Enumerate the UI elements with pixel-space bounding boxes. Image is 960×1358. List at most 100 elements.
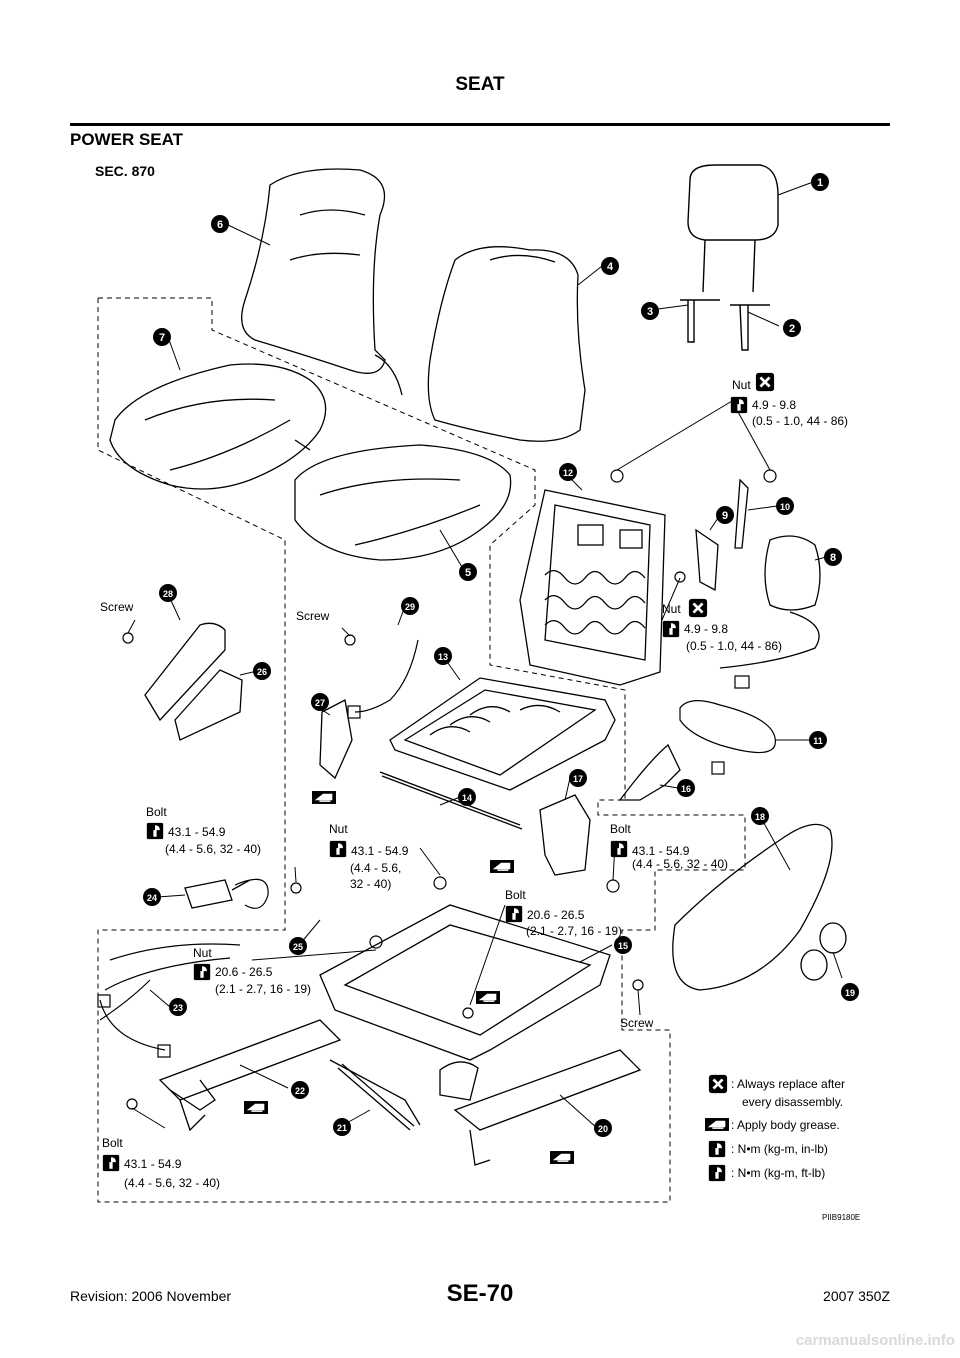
callout-number: 15 xyxy=(618,941,628,951)
callout-3: 3 xyxy=(641,302,659,320)
callout-badge xyxy=(594,1119,612,1137)
torque-note-6: Bolt 20.6 - 26.5 (2.1 - 2.7, 16 - 19) xyxy=(505,888,622,938)
callout-badge xyxy=(783,319,801,337)
callout-number: 23 xyxy=(173,1003,183,1013)
callout-number: 25 xyxy=(293,942,303,952)
callout-number: 26 xyxy=(257,667,267,677)
callout-badge xyxy=(289,937,307,955)
legend: : Always replace after every disassembly… xyxy=(705,1074,845,1182)
slide-rails xyxy=(158,1019,642,1166)
callout-number: 2 xyxy=(789,323,795,335)
callout-number: 1 xyxy=(817,177,823,189)
callout-badge xyxy=(169,998,187,1016)
callout-number: 11 xyxy=(813,736,823,746)
callout-badge xyxy=(211,215,229,233)
svg-text:(0.5 - 1.0, 44 - 86): (0.5 - 1.0, 44 - 86) xyxy=(686,639,782,653)
callout-number: 17 xyxy=(573,774,583,784)
screw-label: Screw xyxy=(620,1016,654,1030)
seatback-frame xyxy=(519,489,666,686)
cushion-trim xyxy=(109,363,327,490)
svg-text:43.1 - 54.9: 43.1 - 54.9 xyxy=(124,1157,182,1171)
callout-badge xyxy=(641,302,659,320)
callout-badge xyxy=(159,584,177,602)
callout-7: 7 xyxy=(153,328,171,346)
callout-number: 21 xyxy=(337,1123,347,1133)
harnesses xyxy=(97,639,776,1058)
callout-number: 5 xyxy=(465,567,471,579)
callout-4: 4 xyxy=(601,257,619,275)
callout-number: 28 xyxy=(163,589,173,599)
svg-text:: Always replace after: : Always replace after xyxy=(731,1077,845,1091)
svg-text:Bolt: Bolt xyxy=(610,822,631,836)
callout-8: 8 xyxy=(824,548,842,566)
svg-text:43.1 - 54.9: 43.1 - 54.9 xyxy=(351,844,409,858)
callout-badge xyxy=(601,257,619,275)
svg-text:20.6 - 26.5: 20.6 - 26.5 xyxy=(215,965,273,979)
seatback-pad xyxy=(427,246,586,442)
callout-10: 10 xyxy=(776,497,794,515)
callout-19: 19 xyxy=(841,983,859,1001)
screw-label: Screw xyxy=(100,600,134,614)
headrest xyxy=(680,164,779,351)
torque-note-7: Nut 20.6 - 26.5 (2.1 - 2.7, 16 - 19) xyxy=(193,946,311,996)
callout-22: 22 xyxy=(291,1081,309,1099)
callout-badge xyxy=(559,463,577,481)
svg-text:Nut: Nut xyxy=(329,822,348,836)
svg-text:(0.5 - 1.0, 44 - 86): (0.5 - 1.0, 44 - 86) xyxy=(752,414,848,428)
svg-text:Bolt: Bolt xyxy=(102,1136,123,1150)
grease-icon xyxy=(312,790,336,805)
callout-17: 17 xyxy=(569,769,587,787)
torque-icon xyxy=(708,1140,726,1158)
callout-badge xyxy=(458,788,476,806)
callout-badge xyxy=(253,662,271,680)
callout-13: 13 xyxy=(434,647,452,665)
svg-text:Bolt: Bolt xyxy=(505,888,526,902)
callout-badge xyxy=(569,769,587,787)
svg-text:(4.4 - 5.6, 32 - 40): (4.4 - 5.6, 32 - 40) xyxy=(165,842,261,856)
torque-icon xyxy=(505,905,523,923)
callout-badge xyxy=(614,936,632,954)
callout-15: 15 xyxy=(614,936,632,954)
replace-icon xyxy=(755,372,775,392)
callout-29: 29 xyxy=(401,597,419,615)
grease-icon xyxy=(490,859,514,874)
callout-number: 3 xyxy=(647,306,653,318)
svg-text:(2.1 - 2.7, 16 - 19): (2.1 - 2.7, 16 - 19) xyxy=(215,982,311,996)
callout-number: 29 xyxy=(405,602,415,612)
callout-23: 23 xyxy=(169,998,187,1016)
callout-badge xyxy=(291,1081,309,1099)
grease-icon xyxy=(476,990,500,1005)
callout-badge xyxy=(811,173,829,191)
svg-text:(4.4 - 5.6, 32 - 40): (4.4 - 5.6, 32 - 40) xyxy=(124,1176,220,1190)
callout-number: 22 xyxy=(295,1086,305,1096)
callout-badge xyxy=(434,647,452,665)
callout-number: 13 xyxy=(438,652,448,662)
callout-6: 6 xyxy=(211,215,229,233)
svg-text:Nut: Nut xyxy=(193,946,212,960)
svg-text:(4.4 - 5.6,: (4.4 - 5.6, xyxy=(350,861,401,875)
assembly-boundaries xyxy=(97,297,746,1203)
svg-text:: Apply body grease.: : Apply body grease. xyxy=(731,1118,840,1132)
callout-number: 4 xyxy=(607,261,614,273)
torque-icon xyxy=(610,840,628,858)
torque-note-1: Nut 4.9 - 9.8 (0.5 - 1.0, 44 - 86) xyxy=(730,372,848,428)
callout-number: 12 xyxy=(563,468,573,478)
page-header-title: SEAT xyxy=(455,74,505,95)
callout-badge xyxy=(143,888,161,906)
callout-25: 25 xyxy=(289,937,307,955)
seatback-trim xyxy=(241,168,403,396)
svg-text:Nut: Nut xyxy=(732,378,751,392)
callout-badge xyxy=(841,983,859,1001)
replace-icon xyxy=(688,598,708,618)
callout-number: 7 xyxy=(159,332,165,344)
header-rule xyxy=(70,123,890,126)
seat-belt-buckle xyxy=(184,879,251,909)
cushion-frame xyxy=(389,677,616,791)
callout-badge xyxy=(311,693,329,711)
callout-badge xyxy=(677,779,695,797)
svg-text:(4.4 - 5.6, 32 - 40): (4.4 - 5.6, 32 - 40) xyxy=(632,857,728,871)
callout-28: 28 xyxy=(159,584,177,602)
svg-text:4.9 - 9.8: 4.9 - 9.8 xyxy=(752,398,796,412)
callout-number: 27 xyxy=(315,698,325,708)
grease-icon xyxy=(705,1117,729,1132)
